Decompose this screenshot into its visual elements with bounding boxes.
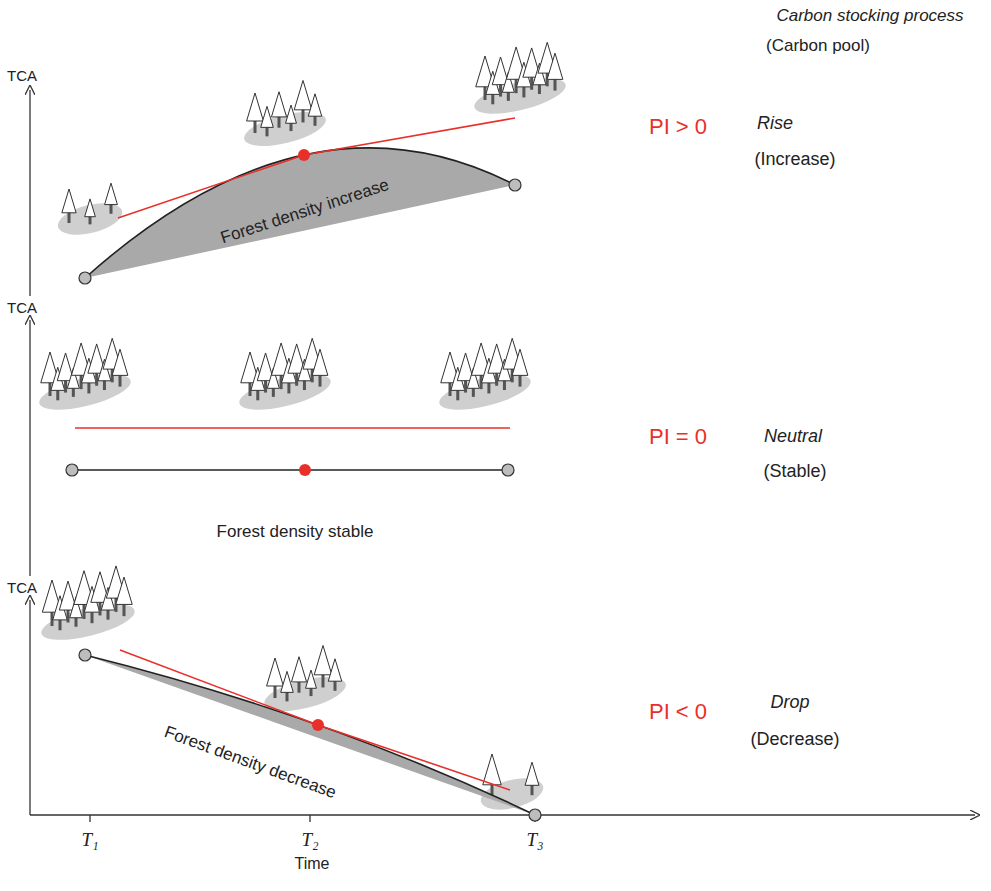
shaded-area [85,655,535,815]
process-label: Drop [770,693,809,713]
index-label: PI = 0 [649,425,707,449]
index-label: PI > 0 [649,115,707,139]
red-line [75,427,510,429]
mid-point [299,464,311,476]
tick [89,815,90,822]
shaded-area [85,148,515,278]
end-point [79,649,91,661]
pool-label: (Increase) [754,150,835,170]
tree-crown [116,577,132,604]
tree-crown [271,92,286,117]
red-line [120,650,510,790]
tree-crown [312,349,328,375]
tree-crown [85,199,96,217]
tree-crown [267,658,284,686]
tree-crown [525,762,539,785]
tca-curve [85,655,535,815]
tree-crown [247,93,264,121]
tree-clusters [36,42,569,815]
time-tick-label: T₁ [81,830,98,851]
tree-crown [291,657,306,682]
tree-crown [294,80,312,109]
mid-point [312,719,324,731]
tca-line [72,469,508,471]
tree-crown [512,349,528,375]
pool-label: (Decrease) [750,730,839,750]
y-axis [29,600,30,815]
end-point [66,464,78,476]
panel-subheading: (Carbon pool) [766,37,870,56]
axis-label: TCA [7,580,37,597]
tree-crown [105,183,118,204]
time-tick-label: T₂ [301,830,318,851]
curve-label: Forest density stable [217,523,374,542]
end-point [509,179,521,191]
pool-label: (Stable) [763,462,826,482]
tree-crown [483,754,501,785]
axis-label: TCA [7,300,37,317]
process-label: Neutral [764,427,822,447]
end-point [502,464,514,476]
y-axis [29,320,30,576]
tree-crown [308,94,321,116]
process-label: Rise [757,114,793,134]
time-tick-label: T₃ [526,830,543,851]
tree-crown [547,53,563,79]
axis-label: TCA [7,68,37,85]
index-label: PI < 0 [649,700,707,724]
x-axis [30,814,975,815]
tree-crown [62,189,76,213]
panel-heading: Carbon stocking process [776,7,963,26]
tick [309,815,310,822]
y-axis [29,90,30,296]
tca-curve [85,148,515,278]
axis-label: Time [295,855,330,873]
tree-crown [112,349,128,375]
mid-point [298,149,310,161]
tree-crown [328,659,341,681]
tree-crown [314,645,332,674]
end-point [79,272,91,284]
end-point [529,809,541,821]
